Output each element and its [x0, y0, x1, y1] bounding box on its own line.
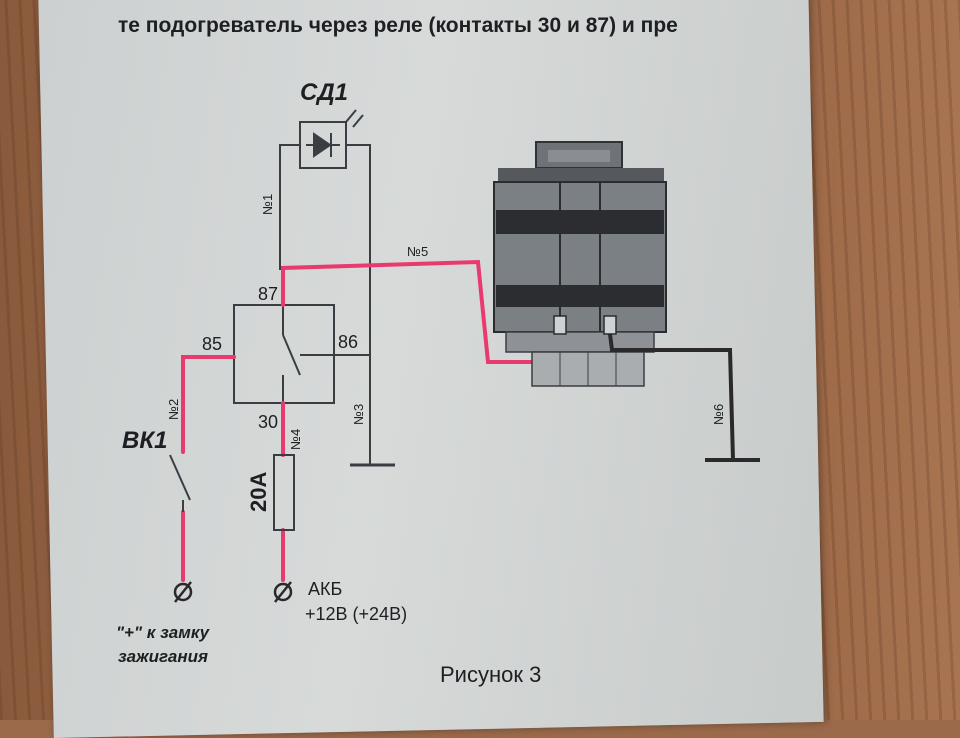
led-circuit	[279, 121, 395, 467]
pin-30-label: 30	[258, 412, 278, 432]
pin-85-label: 85	[202, 334, 222, 354]
wire-3-label: №3	[351, 404, 366, 425]
vk1-label: ВК1	[122, 427, 167, 454]
ignition-label-line2: зажигания	[118, 647, 208, 666]
wire-2-label: №2	[166, 399, 181, 420]
relay-switch	[282, 334, 301, 376]
wire-2	[181, 355, 236, 454]
wire-1-label: №1	[260, 194, 275, 215]
wiring-diagram: те подогреватель через реле (контакты 30…	[116, 14, 760, 687]
black-wire-6	[608, 333, 760, 462]
pin-86-label: 86	[338, 332, 358, 352]
battery-label-line2: +12В (+24В)	[305, 604, 407, 624]
fuse-label: 20А	[246, 472, 271, 512]
wire-4-label: №4	[288, 429, 303, 450]
wire-6-label: №6	[711, 404, 726, 425]
wire-5-label: №5	[407, 244, 428, 259]
header-text: те подогреватель через реле (контакты 30…	[118, 14, 678, 37]
pin-87-label: 87	[258, 284, 278, 304]
heater-image	[493, 141, 667, 387]
relay-box	[233, 304, 370, 404]
terminal-battery	[273, 581, 293, 603]
led-icon	[306, 109, 364, 158]
switch-vk1	[169, 454, 191, 512]
terminal-ignition	[173, 581, 193, 603]
figure-caption: Рисунок 3	[440, 662, 541, 687]
sd1-label: СД1	[300, 79, 348, 106]
ignition-label-line1: "+" к замку	[116, 623, 211, 642]
battery-label-line1: АКБ	[308, 579, 342, 599]
fuse-box	[273, 454, 295, 531]
